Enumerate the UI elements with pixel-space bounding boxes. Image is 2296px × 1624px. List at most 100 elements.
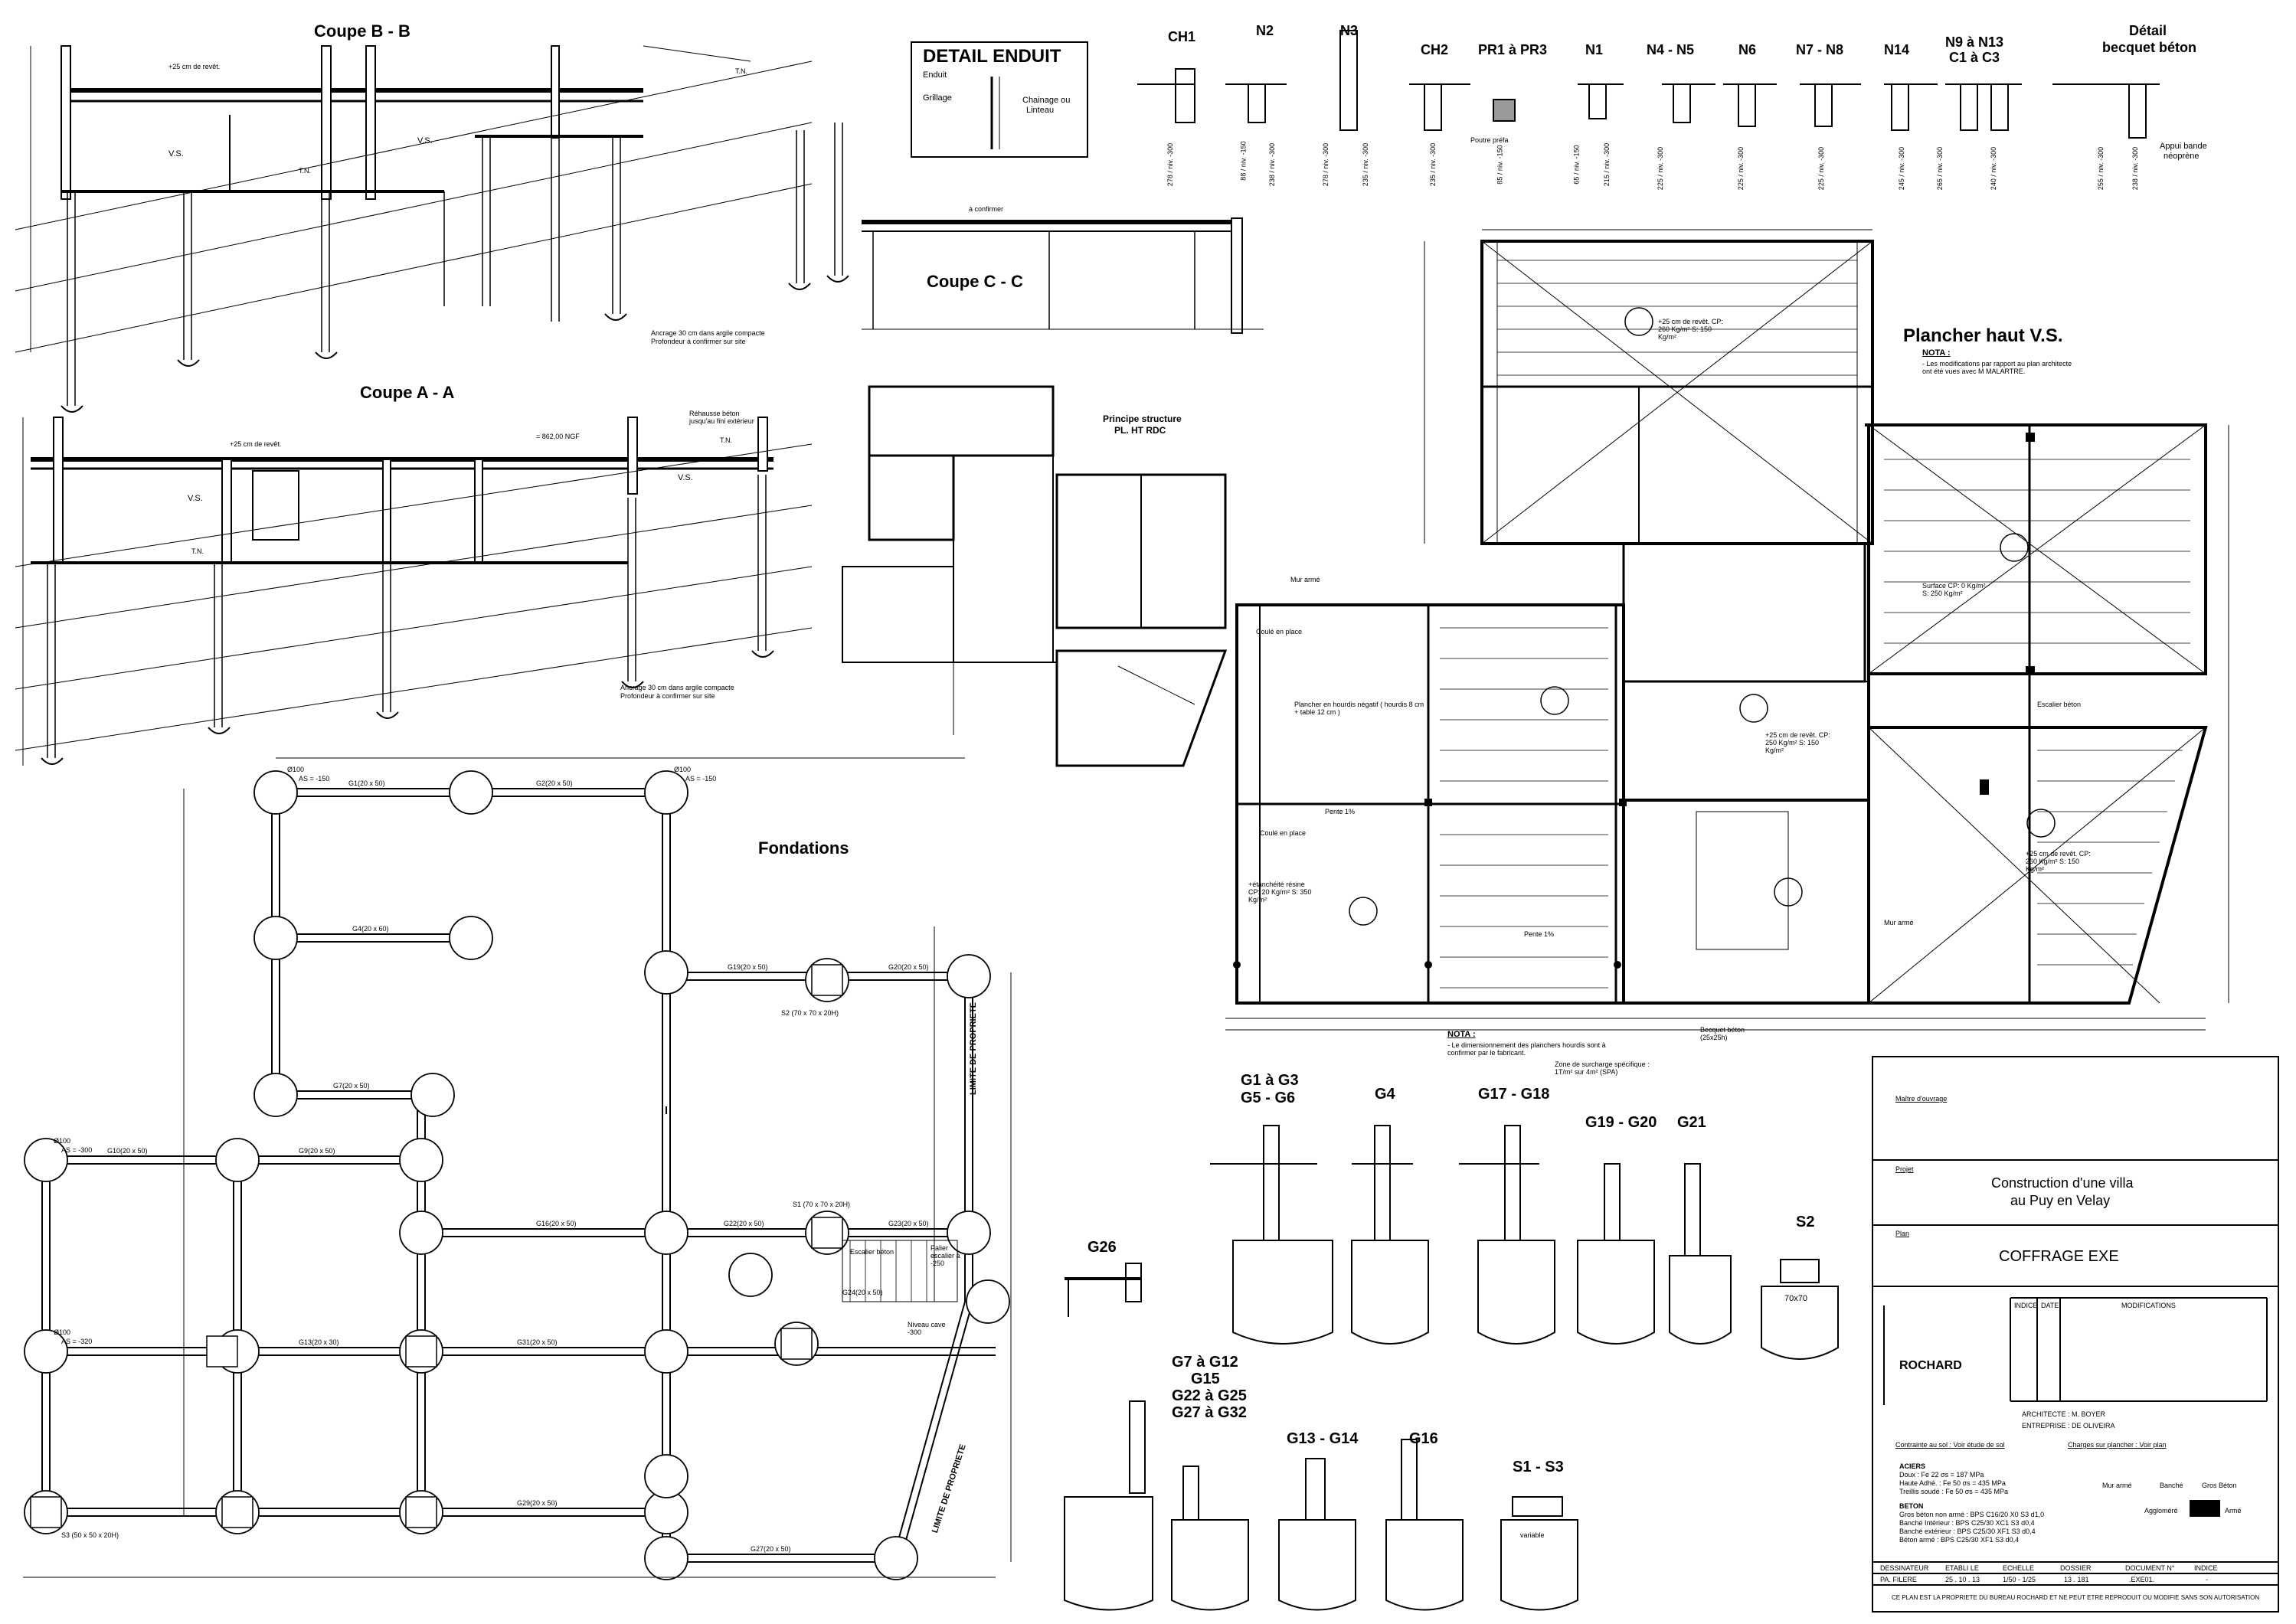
tb-h-document: DOCUMENT N° bbox=[2125, 1564, 2175, 1572]
pente-note2: Pente 1% bbox=[1524, 930, 1555, 938]
level-6: 235 / niv. -300 bbox=[1429, 142, 1437, 187]
level-10: 225 / niv. -300 bbox=[1657, 146, 1665, 191]
pile-label-4: Ø100 bbox=[54, 1328, 71, 1336]
rehausse-note: Réhausse béton bbox=[689, 410, 740, 417]
pile-as-3: AS = -300 bbox=[61, 1146, 93, 1154]
detail-g26: G26 bbox=[1087, 1239, 1117, 1256]
coupe-aa-section bbox=[15, 417, 813, 766]
plancher-nota2-title: NOTA : bbox=[1447, 1030, 1476, 1039]
detail-g27: G27 à G32 bbox=[1172, 1404, 1247, 1421]
tb-h-echelle: ECHELLE bbox=[2003, 1564, 2035, 1572]
plancher-title: Plancher haut V.S. bbox=[1903, 325, 2063, 346]
coupe-cc-section bbox=[862, 217, 1264, 334]
tb-maitre-label: Maître d'ouvrage bbox=[1895, 1095, 1948, 1103]
level-15: 240 / niv. -300 bbox=[1990, 146, 1998, 191]
beam-g29: G29(20 x 50) bbox=[517, 1499, 558, 1507]
plancher-nota-text: - Les modifications par rapport au plan … bbox=[1922, 360, 2072, 375]
semelle-s2: S2 (70 x 70 x 20H) bbox=[781, 1009, 839, 1017]
plancher-nota-title: NOTA : bbox=[1922, 348, 1951, 358]
beam-details bbox=[1064, 1125, 1839, 1611]
semelle-s3: S3 (50 x 50 x 20H) bbox=[61, 1531, 119, 1539]
coupe-bb-tn2: T.N. bbox=[735, 67, 748, 75]
beam-g23: G23(20 x 50) bbox=[888, 1220, 929, 1227]
grillage-label: Grillage bbox=[923, 93, 952, 103]
tb-legend-banche: Banché bbox=[2160, 1482, 2183, 1489]
section-c1: C1 à C3 bbox=[1949, 50, 2000, 65]
section-pr1: PR1 à PR3 bbox=[1478, 42, 1548, 57]
coupe-aa-profondeur: Profondeur à confirmer sur site bbox=[620, 692, 715, 700]
section-n2: N2 bbox=[1256, 23, 1274, 38]
linteau-label: Linteau bbox=[1026, 106, 1055, 115]
ngf-note: = 862,00 NGF bbox=[536, 433, 580, 440]
neoprene-label: néoprène bbox=[2164, 152, 2200, 161]
tb-h-indice: INDICE bbox=[2194, 1564, 2218, 1572]
section-n1: N1 bbox=[1585, 42, 1604, 57]
load-note-3: +25 cm de revêt. CP: 250 Kg/m² S: 150 Kg… bbox=[1765, 731, 1830, 754]
coupe-bb-profondeur: Profondeur à confirmer sur site bbox=[651, 338, 746, 345]
section-ch2: CH2 bbox=[1421, 42, 1449, 57]
pile-as-4: AS = -320 bbox=[61, 1338, 93, 1345]
tb-date: DATE bbox=[2041, 1302, 2059, 1309]
tb-company: ROCHARD bbox=[1899, 1359, 1962, 1372]
detail-g4: G4 bbox=[1375, 1086, 1395, 1103]
beam-g4: G4(20 x 60) bbox=[352, 925, 389, 933]
coupe-aa-tn2: T.N. bbox=[720, 436, 733, 444]
tb-h-dessinateur: DESSINATEUR bbox=[1880, 1564, 1929, 1572]
palier-note: Palier escalier à -250 bbox=[931, 1244, 960, 1267]
coupe-aa-revet: +25 cm de revêt. bbox=[230, 440, 282, 448]
tb-v-document: .EXE01. bbox=[2129, 1576, 2155, 1583]
escalier-note: Escalier béton bbox=[2037, 701, 2082, 708]
chainage-label: Chainage ou bbox=[1022, 96, 1071, 105]
plancher-nota2-text: - Le dimensionnement des planchers hourd… bbox=[1447, 1041, 1606, 1057]
fondations-title: Fondations bbox=[758, 838, 849, 858]
detail-g13: G13 - G14 bbox=[1287, 1430, 1359, 1447]
tb-architecte: ARCHITECTE : M. BOYER bbox=[2022, 1410, 2106, 1418]
section-ch1: CH1 bbox=[1168, 29, 1196, 44]
beam-g24: G24(20 x 50) bbox=[842, 1289, 883, 1296]
tb-legend-mur: Mur armé bbox=[2102, 1482, 2132, 1489]
hourdis-note: Plancher en hourdis négatif ( hourdis 8 … bbox=[1294, 701, 1424, 716]
coupe-aa-title: Coupe A - A bbox=[360, 383, 455, 402]
coupe-aa-vs2: V.S. bbox=[678, 473, 693, 482]
tb-beton: BETON bbox=[1899, 1502, 1924, 1510]
appui-label: Appui bande bbox=[2160, 142, 2207, 151]
coupe-bb-section bbox=[15, 45, 849, 413]
tb-plan-value: COFFRAGE EXE bbox=[1999, 1248, 2119, 1265]
detail-g19: G19 - G20 bbox=[1585, 1114, 1657, 1131]
level-16: 255 / niv. -300 bbox=[2097, 146, 2105, 191]
level-12: 225 / niv. -300 bbox=[1817, 146, 1826, 191]
mur-arme-note2: Mur armé bbox=[1884, 919, 1914, 926]
coupe-bb-vs2: V.S. bbox=[417, 136, 433, 145]
coupe-cc-title: Coupe C - C bbox=[927, 272, 1023, 291]
level-9: 215 / niv. -300 bbox=[1603, 142, 1611, 187]
coupe-aa-vs: V.S. bbox=[188, 494, 203, 503]
tb-h-dossier: DOSSIER bbox=[2060, 1564, 2092, 1572]
escalier-fond-note: Escalier béton bbox=[850, 1248, 895, 1256]
detail-g5: G5 - G6 bbox=[1241, 1090, 1296, 1106]
level-5: 235 / niv. -300 bbox=[1362, 142, 1370, 187]
tb-v-dossier: 13 . 181 bbox=[2064, 1576, 2089, 1583]
tb-beton-1: Gros béton non armé : BPS C16/20 X0 S3 d… bbox=[1899, 1511, 2045, 1518]
detail-becquet-subtitle: becquet béton bbox=[2102, 40, 2197, 55]
load-note-4: +25 cm de revêt. CP: 260 Kg/m² S: 150 Kg… bbox=[2026, 850, 2091, 873]
section-n7: N7 - N8 bbox=[1796, 42, 1844, 57]
principe-plan bbox=[842, 385, 1228, 767]
tb-acier-2: Haute Adhé. : Fe 50 σs = 435 MPa bbox=[1899, 1479, 2006, 1487]
tb-contrainte: Contrainte au sol : Voir étude de sol bbox=[1895, 1441, 2005, 1449]
principe-subtitle: PL. HT RDC bbox=[1114, 425, 1166, 436]
pile-label-1: Ø100 bbox=[287, 766, 305, 773]
semelle-s1: S1 (70 x 70 x 20H) bbox=[793, 1201, 851, 1208]
tb-beton-3: Banché extérieur : BPS C25/30 XF1 S3 d0,… bbox=[1899, 1528, 2036, 1535]
detail-g21: G21 bbox=[1677, 1114, 1706, 1131]
principe-title: Principe structure bbox=[1103, 413, 1182, 424]
tb-aciers: ACIERS bbox=[1899, 1462, 1926, 1470]
pile-label-3: Ø100 bbox=[54, 1137, 71, 1145]
tb-beton-4: Béton armé : BPS C25/30 XF1 S3 d0,4 bbox=[1899, 1536, 2020, 1544]
rehausse-note2: jusqu'au fini extérieur bbox=[689, 417, 754, 425]
section-n3: N3 bbox=[1340, 23, 1359, 38]
coule-note2: Coulé en place bbox=[1260, 829, 1307, 837]
poutre-label: Poutre préfa bbox=[1470, 136, 1509, 144]
tb-legend-agglo: Aggloméré bbox=[2144, 1507, 2178, 1515]
tb-v-indice: - bbox=[2206, 1576, 2208, 1583]
level-13: 245 / niv. -300 bbox=[1898, 146, 1906, 191]
